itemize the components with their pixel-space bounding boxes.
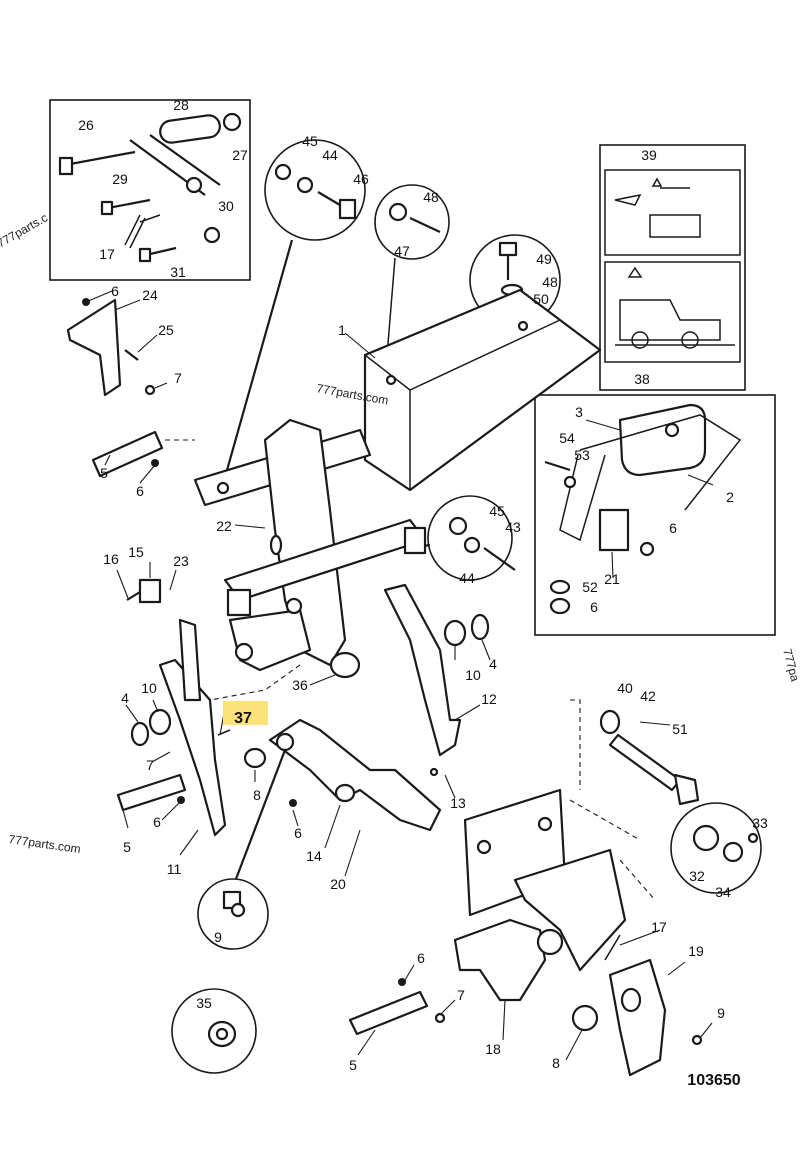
label-40[interactable]: 40 [617, 680, 633, 696]
label-6-mid[interactable]: 6 [136, 483, 144, 499]
part-labels: 1 2 3 4 4 5 5 5 6 6 6 6 6 6 6 7 7 7 8 8 … [78, 97, 768, 1073]
label-5-top[interactable]: 5 [100, 465, 108, 481]
label-29[interactable]: 29 [112, 171, 128, 187]
label-54[interactable]: 54 [559, 430, 575, 446]
watermark-bottom-left: 777parts.com [8, 832, 82, 856]
label-34[interactable]: 34 [715, 884, 731, 900]
inset-box-bolts [49, 99, 251, 281]
label-17[interactable]: 17 [651, 919, 667, 935]
label-22[interactable]: 22 [216, 518, 232, 534]
watermark-right-edge: 777pa [780, 647, 800, 683]
label-1[interactable]: 1 [338, 322, 346, 338]
highlight-box [223, 701, 268, 725]
label-12[interactable]: 12 [481, 691, 497, 707]
label-11[interactable]: 11 [167, 861, 182, 877]
dashed-assembly-lines [165, 439, 656, 901]
label-13[interactable]: 13 [450, 795, 466, 811]
label-6-lower[interactable]: 6 [153, 814, 161, 830]
label-48-callout[interactable]: 48 [423, 189, 439, 205]
label-9-right[interactable]: 9 [717, 1005, 725, 1021]
label-8[interactable]: 8 [253, 787, 261, 803]
label-24[interactable]: 24 [142, 287, 158, 303]
label-32[interactable]: 32 [689, 868, 705, 884]
label-5-bottom[interactable]: 5 [349, 1057, 357, 1073]
label-6-top[interactable]: 6 [111, 283, 119, 299]
label-48[interactable]: 48 [542, 274, 558, 290]
label-18[interactable]: 18 [485, 1041, 501, 1057]
label-50[interactable]: 50 [533, 291, 549, 307]
label-4[interactable]: 4 [489, 656, 497, 672]
label-10-right[interactable]: 10 [465, 667, 481, 683]
label-8-bottom[interactable]: 8 [552, 1055, 560, 1071]
label-7-mid[interactable]: 7 [146, 757, 154, 773]
label-15[interactable]: 15 [128, 544, 144, 560]
watermark-top-left: 777parts.c [0, 210, 50, 250]
label-21[interactable]: 21 [604, 571, 620, 587]
leader-lines [85, 290, 714, 1061]
label-6-right[interactable]: 6 [669, 520, 677, 536]
label-31[interactable]: 31 [170, 264, 186, 280]
label-19[interactable]: 19 [688, 943, 704, 959]
label-44[interactable]: 44 [459, 570, 475, 586]
drawing-reference-number: 103650 [687, 1072, 740, 1089]
label-33[interactable]: 33 [752, 815, 768, 831]
label-6-center[interactable]: 6 [294, 825, 302, 841]
label-3[interactable]: 3 [575, 404, 583, 420]
label-6-bottom[interactable]: 6 [417, 950, 425, 966]
inset-box-handle [534, 394, 776, 636]
label-26[interactable]: 26 [78, 117, 94, 133]
label-20[interactable]: 20 [330, 876, 346, 892]
inset-box-decals [599, 144, 746, 391]
label-10-left[interactable]: 10 [141, 680, 157, 696]
label-9[interactable]: 9 [214, 929, 222, 945]
label-37[interactable]: 37 [234, 710, 252, 727]
label-42[interactable]: 42 [640, 688, 656, 704]
label-14[interactable]: 14 [306, 848, 322, 864]
label-52[interactable]: 52 [582, 579, 598, 595]
main-assembly [66, 288, 703, 1077]
label-16[interactable]: 16 [103, 551, 119, 567]
label-44-callout[interactable]: 44 [322, 147, 338, 163]
label-7-bottom[interactable]: 7 [457, 987, 465, 1003]
label-4-left[interactable]: 4 [121, 690, 129, 706]
label-39[interactable]: 39 [641, 147, 657, 163]
label-45[interactable]: 45 [489, 503, 505, 519]
label-43[interactable]: 43 [505, 519, 521, 535]
callout-circles [171, 139, 762, 1074]
label-7-top[interactable]: 7 [174, 370, 182, 386]
label-6-inset[interactable]: 6 [590, 599, 598, 615]
label-51[interactable]: 51 [672, 721, 688, 737]
label-36[interactable]: 36 [292, 677, 308, 693]
label-2[interactable]: 2 [726, 489, 734, 505]
label-17-inset[interactable]: 17 [99, 246, 115, 262]
label-5-mid[interactable]: 5 [123, 839, 131, 855]
label-35[interactable]: 35 [196, 995, 212, 1011]
label-27[interactable]: 27 [232, 147, 248, 163]
label-45-callout[interactable]: 45 [302, 133, 318, 149]
label-23[interactable]: 23 [173, 553, 189, 569]
label-38[interactable]: 38 [634, 371, 650, 387]
label-47[interactable]: 47 [394, 243, 410, 259]
label-46[interactable]: 46 [353, 171, 369, 187]
label-53[interactable]: 53 [574, 447, 590, 463]
label-30[interactable]: 30 [218, 198, 234, 214]
label-28[interactable]: 28 [173, 97, 189, 113]
label-25[interactable]: 25 [158, 322, 174, 338]
label-49[interactable]: 49 [536, 251, 552, 267]
